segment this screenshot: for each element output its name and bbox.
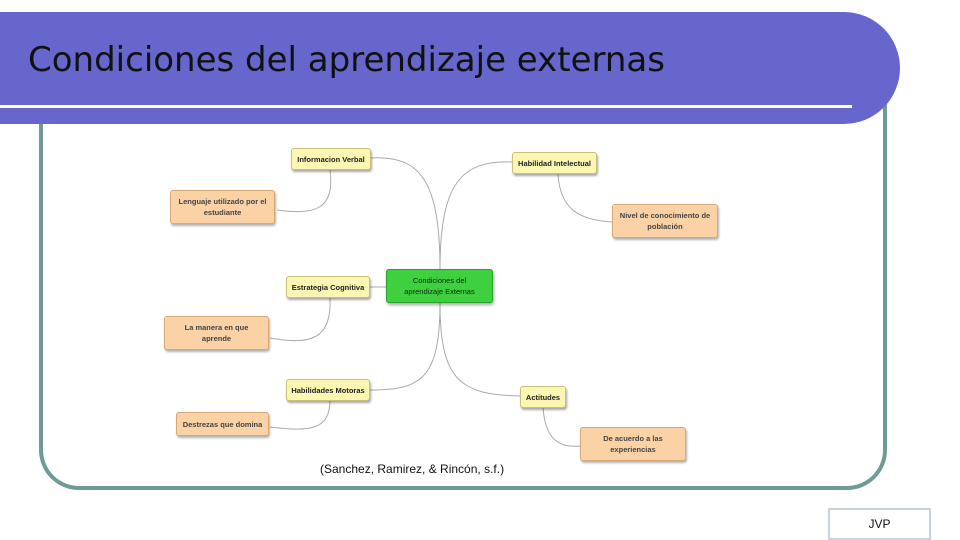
connector-habilidades-destrezas	[269, 399, 331, 430]
slide-frame	[39, 60, 887, 490]
footer-label: JVP	[828, 508, 931, 540]
node-experiencias: De acuerdo a las experiencias	[580, 427, 686, 461]
mind-map-connectors	[269, 157, 613, 447]
node-destrezas: Destrezas que domina	[176, 412, 269, 436]
citation: (Sanchez, Ramirez, & Rincón, s.f.)	[320, 462, 505, 476]
node-manera: La manera en que aprende	[164, 316, 269, 350]
node-habilidad-intelectual: Habilidad Intelectual	[512, 152, 597, 174]
title-underline	[0, 105, 852, 108]
node-nivel: Nivel de conocimiento de población	[612, 204, 718, 238]
connector-intelectual-nivel	[557, 173, 613, 223]
node-informacion-verbal: Informacion Verbal	[291, 148, 371, 170]
title-banner: Condiciones del aprendizaje externas	[0, 12, 900, 124]
connector-center-habilidades	[369, 302, 441, 391]
mind-map: Informacion Verbal Lenguaje utilizado po…	[160, 140, 740, 470]
connector-center-intelectual	[439, 161, 513, 271]
connector-informacion-lenguaje	[276, 169, 332, 213]
connector-center-informacion	[369, 157, 441, 271]
connector-center-actitudes	[439, 302, 521, 397]
node-lenguaje: Lenguaje utilizado por el estudiante	[170, 190, 275, 224]
node-estrategia-cognitiva: Estrategia Cognitiva	[286, 276, 370, 298]
node-center: Condiciones del aprendizaje Externas	[386, 269, 493, 303]
node-actitudes: Actitudes	[520, 386, 566, 408]
slide-title: Condiciones del aprendizaje externas	[28, 40, 665, 80]
connector-estrategia-manera	[269, 297, 331, 342]
connector-actitudes-experiencias	[542, 406, 581, 447]
node-habilidades-motoras: Habilidades Motoras	[286, 379, 370, 401]
